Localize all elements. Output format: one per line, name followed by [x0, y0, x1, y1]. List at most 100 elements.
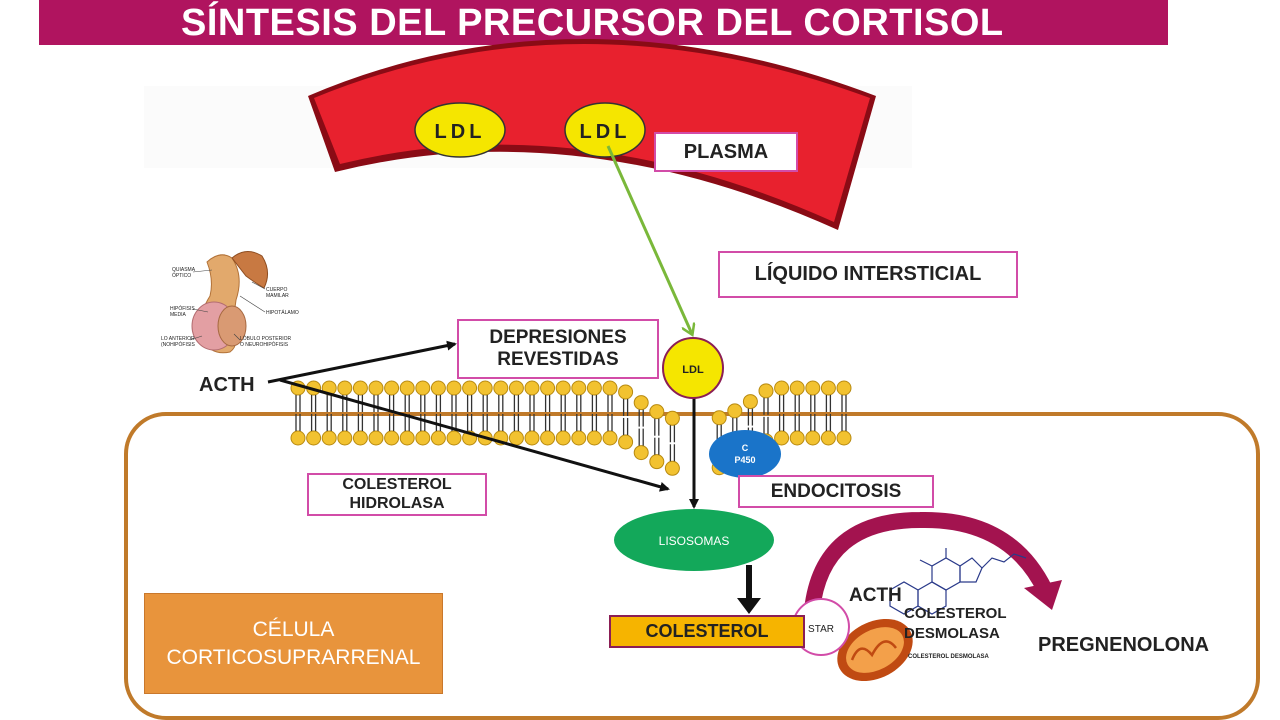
lipid-head [586, 430, 602, 446]
lipid-head [555, 380, 571, 396]
lipid-head [618, 434, 634, 450]
lipid-head [352, 430, 368, 446]
cholesterol-molecule [889, 548, 1027, 615]
pit-cuerpo-2: MAMILAR [266, 293, 289, 299]
endocitosis-box: ENDOCITOSIS [738, 475, 934, 508]
ldl-label-1: LDL [435, 121, 486, 143]
lipid-head [711, 410, 727, 426]
pit-hipotalamo: HIPOTÁLAMO [266, 309, 299, 316]
colesterol-label: COLESTEROL [645, 621, 769, 641]
lipid-head [836, 380, 852, 396]
lipid-head [477, 380, 493, 396]
lipid-head [524, 430, 540, 446]
lipid-head [633, 395, 649, 411]
lipid-head [664, 410, 680, 426]
pit-hipofisis-2: MEDIA [170, 312, 187, 318]
lipid-head [805, 380, 821, 396]
lisosomas-label: LISOSOMAS [659, 534, 730, 548]
star-label: STAR [808, 624, 834, 635]
lipid-head [415, 380, 431, 396]
depresiones-label-1: DEPRESIONES [489, 327, 627, 349]
lipid-head [571, 430, 587, 446]
lisosomas-ellipse [614, 509, 774, 571]
lipid-head [664, 460, 680, 476]
colesterol-desmolasa-label: COLESTEROL DESMOLASA [904, 604, 1007, 643]
lipid-head [649, 454, 665, 470]
lipid-head [462, 380, 478, 396]
lipid-head [727, 403, 743, 419]
lipid-head [555, 430, 571, 446]
cp450-ellipse [709, 430, 781, 478]
colesterol-hidrolasa-label-1: COLESTEROL [342, 476, 452, 494]
lipid-head [290, 430, 306, 446]
lisosomas-to-colesterol-arrow [737, 598, 761, 614]
lipid-head [399, 430, 415, 446]
acth-arrow-endocitosis [279, 378, 670, 492]
lipid-head [805, 430, 821, 446]
celula-label-2: CORTICOSUPRARRENAL [166, 645, 421, 669]
pit-hipofisis-1: HIPÓFISIS [170, 305, 195, 312]
colesterol-desmolasa-caption: COLESTEROL DESMOLASA [908, 654, 990, 660]
lipid-head [789, 380, 805, 396]
acth-label-1: ACTH [199, 374, 255, 396]
liquido-intersticial-label: LÍQUIDO INTERSTICIAL [754, 263, 982, 285]
lipid-head [306, 430, 322, 446]
lipid-head [602, 380, 618, 396]
lipid-head [618, 384, 634, 400]
colesterol-hidrolasa-label-2: HIDROLASA [349, 494, 445, 512]
lipid-head [321, 430, 337, 446]
acth-label-2: ACTH [849, 585, 902, 606]
ldl-particle-2 [564, 102, 646, 158]
lipid-head [758, 383, 774, 399]
acth-arrow-depresiones [267, 340, 457, 384]
lipid-head [446, 380, 462, 396]
lipid-head [493, 380, 509, 396]
depresiones-revestidas-box: DEPRESIONES REVESTIDAS [457, 319, 659, 379]
pit-quiasma-1: QUIASMA [172, 267, 196, 273]
ldl-receptor-label: LDL [682, 364, 704, 376]
cp450-label-1: C [742, 443, 749, 453]
lipid-head [399, 380, 415, 396]
celula-label-1: CÉLULA [252, 618, 335, 642]
colesterol-desmolasa-label-1: COLESTEROL [904, 605, 1007, 622]
colesterol-desmolasa-label-2: DESMOLASA [904, 624, 1000, 642]
depresiones-label-2: REVESTIDAS [497, 349, 619, 370]
lipid-head [820, 430, 836, 446]
ldl-particle-1 [414, 102, 506, 158]
lipid-head [337, 430, 353, 446]
lipid-head [602, 430, 618, 446]
endocitosis-label: ENDOCITOSIS [770, 480, 902, 502]
pregnenolona-label: PREGNENOLONA [1038, 634, 1210, 656]
lipid-head [540, 380, 556, 396]
lipid-head [774, 380, 790, 396]
pit-lobulo-ant-2: (NOHIPÓFISIS [161, 341, 196, 348]
lipid-head [368, 380, 384, 396]
lipid-head [524, 380, 540, 396]
lipid-head [384, 430, 400, 446]
lipid-head [586, 380, 602, 396]
pit-quiasma-2: ÓPTICO [172, 272, 191, 279]
mitochondrion [837, 618, 913, 682]
curved-arrow-pregnenolona [804, 511, 1053, 618]
lipid-head [774, 430, 790, 446]
lipid-head [820, 380, 836, 396]
lipid-head [337, 380, 353, 396]
lipid-head [384, 380, 400, 396]
lipid-head [633, 445, 649, 461]
green-transport-arrow [606, 145, 692, 334]
cp450-label-2: P450 [734, 455, 755, 465]
pit-lobulo-ant-1: LO ANTERIOR [161, 336, 195, 342]
page-title: SÍNTESIS DEL PRECURSOR DEL CORTISOL [181, 2, 1004, 44]
lipid-head [430, 380, 446, 396]
lipid-head [836, 430, 852, 446]
ldl-receptor-circle [662, 337, 724, 399]
lipid-head [430, 430, 446, 446]
colesterol-hidrolasa-box: COLESTEROL HIDROLASA [307, 473, 487, 516]
lipid-head [368, 430, 384, 446]
lipid-head [415, 430, 431, 446]
pit-lobulo-post-1: LÓBULO POSTERIOR [240, 335, 292, 342]
lipid-head [789, 430, 805, 446]
lipid-head [446, 430, 462, 446]
pituitary-illustration: QUIASMA ÓPTICO CUERPO MAMILAR HIPÓFISIS … [161, 251, 299, 354]
